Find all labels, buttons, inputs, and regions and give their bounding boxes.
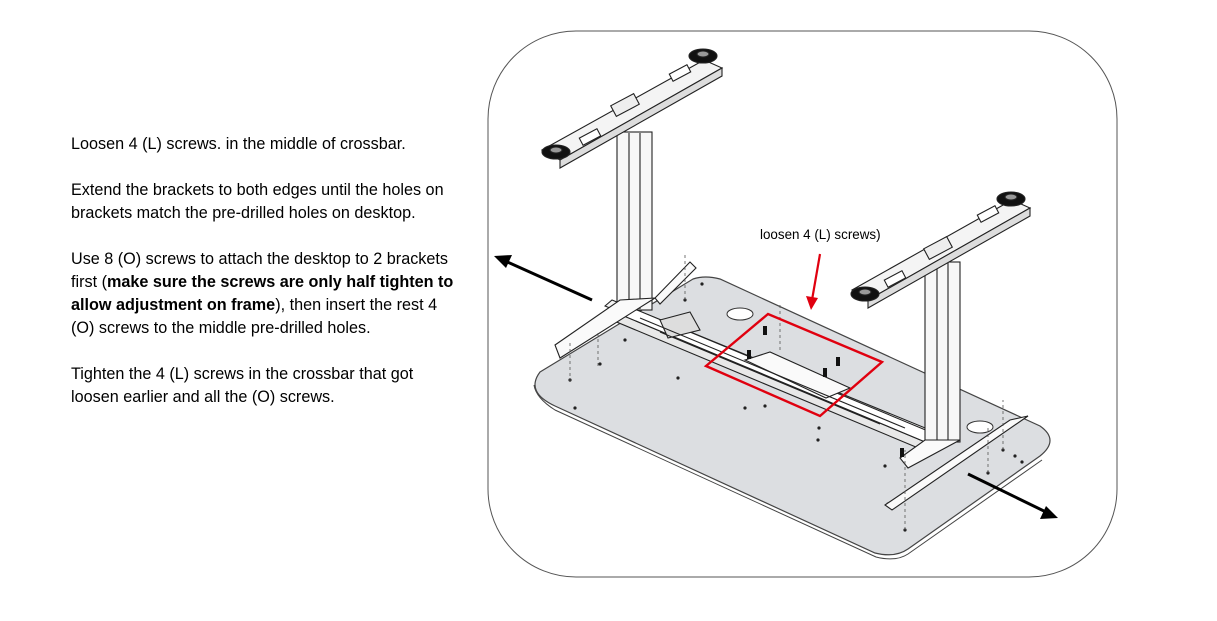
step-4-text: Tighten the 4 (L) screws in the crossbar… (71, 365, 414, 406)
callout-arrow-head (806, 296, 818, 310)
extend-arrow-right-head (1040, 506, 1058, 519)
right-leg (850, 191, 1032, 511)
crossbar-screws (747, 326, 904, 457)
callout-arrow-line (810, 253, 822, 301)
step-3-lead: Use 8 (O) screws to attach the desktop t… (71, 250, 448, 291)
instructions-text: Loosen 4 (L) screws. in the middle of cr… (71, 133, 461, 432)
step-3-text: Use 8 (O) screws to attach the desktop t… (71, 248, 461, 340)
step-2-text: Extend the brackets to both edges until … (71, 181, 444, 222)
extend-arrow-right-line (967, 472, 1049, 515)
grommet-hole-left (726, 307, 754, 321)
step-1-text: Loosen 4 (L) screws. in the middle of cr… (71, 135, 406, 153)
step-3-warning: make sure the screws are only half tight… (71, 273, 454, 314)
highlight-box (703, 312, 885, 418)
grommet-hole-right (966, 420, 994, 434)
extend-arrow-left-line (502, 258, 593, 302)
crossbar-frame (603, 299, 942, 451)
step-3-tail: ), then insert the rest 4 (O) screws to … (71, 296, 438, 337)
screw-guides (569, 255, 1004, 530)
left-leg (540, 48, 724, 359)
callout-label: loosen 4 (L) screws) (760, 227, 881, 242)
extend-arrow-left-head (494, 255, 512, 268)
